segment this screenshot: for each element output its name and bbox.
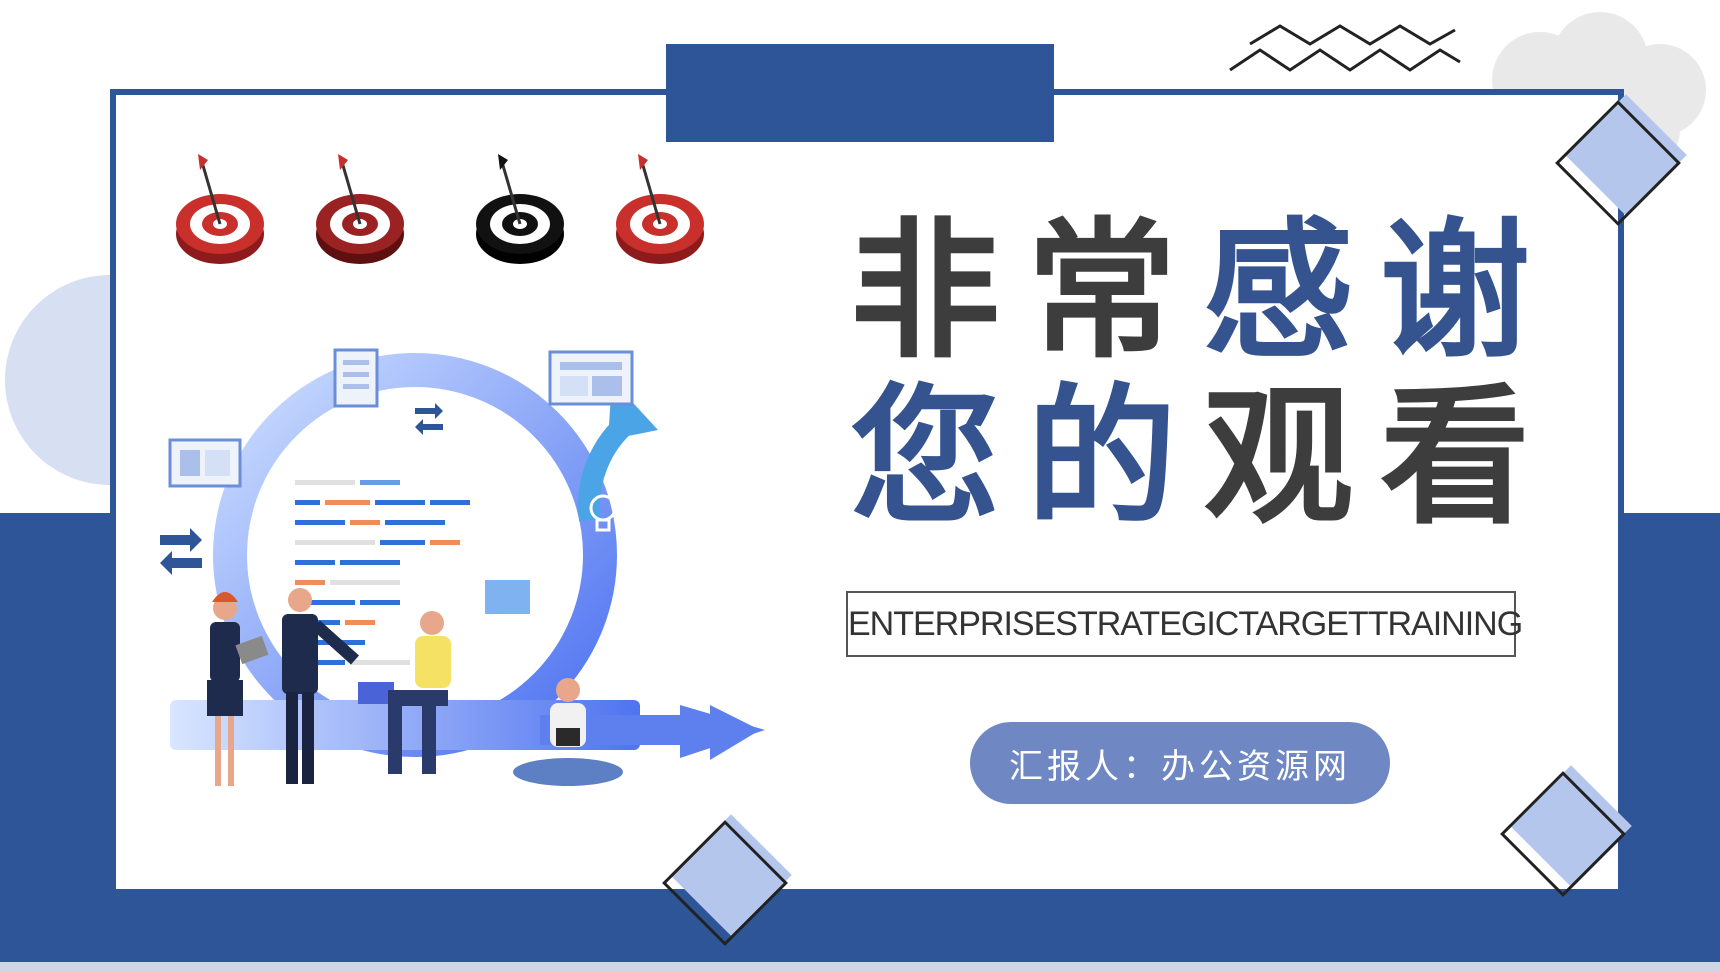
subtitle-word: TRAINING — [1367, 604, 1523, 643]
title-line-2: 您 的 观 看 — [850, 378, 1530, 538]
title-char: 您 — [850, 371, 1001, 545]
top-tab — [666, 44, 1054, 142]
subtitle-box: ENTERPRISE STRATEGIC TARGET TRAINING — [846, 591, 1523, 657]
lightbulb-icon — [589, 494, 617, 532]
title-char: 常 — [1026, 205, 1177, 379]
title-char: 看 — [1379, 371, 1530, 545]
zigzag-icon — [1229, 24, 1461, 72]
dartboard-icon — [616, 154, 704, 264]
dartboard-icon — [176, 154, 264, 264]
monitor-icon — [548, 350, 634, 406]
dartboard-icon — [476, 154, 564, 264]
title-char: 观 — [1203, 371, 1354, 545]
person-man-standing — [282, 588, 360, 784]
title-char: 谢 — [1379, 205, 1530, 379]
chat-bubble — [485, 580, 530, 614]
monitor-icon — [333, 348, 379, 408]
monitor-icon — [168, 438, 242, 488]
person-yellow-shirt — [358, 611, 451, 774]
dartboard-icon — [316, 154, 404, 264]
reporter-label: 汇报人：办公资源网 — [1009, 746, 1351, 787]
transfer-arrows-icon — [160, 528, 202, 575]
subtitle-word: TARGET — [1238, 604, 1368, 643]
diamond-icon — [1500, 765, 1632, 897]
title-char: 的 — [1026, 371, 1177, 545]
diamond-icon — [662, 814, 792, 946]
transfer-arrows-icon — [415, 403, 443, 435]
subtitle-word: STRATEGIC — [1055, 604, 1239, 643]
title-char: 感 — [1203, 205, 1354, 379]
footer-strip — [0, 962, 1720, 972]
person-sitting — [513, 678, 623, 786]
title-line-1: 非 常 感 谢 — [850, 212, 1530, 372]
dartboard-row — [176, 154, 704, 264]
person-woman — [207, 592, 269, 786]
title-char: 非 — [850, 205, 1001, 379]
reporter-badge: 汇报人：办公资源网 — [970, 722, 1390, 804]
subtitle-word: ENTERPRISE — [848, 604, 1056, 643]
team-illustration — [160, 348, 765, 786]
